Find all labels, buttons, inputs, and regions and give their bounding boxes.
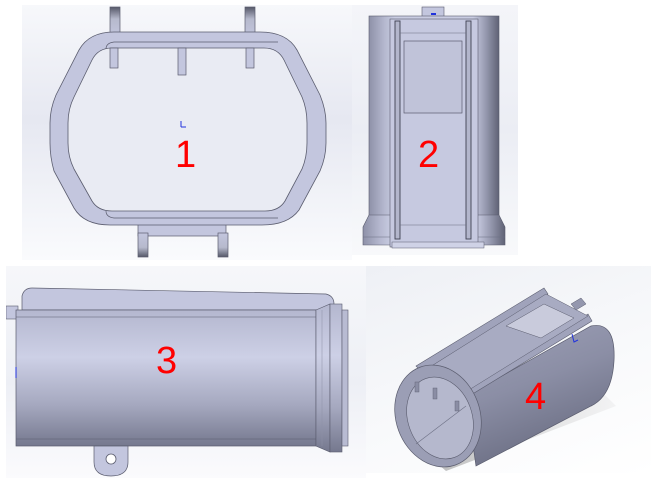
panel-label-4: 4: [525, 376, 547, 418]
panel-label-2: 2: [418, 134, 440, 176]
panel-2-top-view: 2: [352, 5, 518, 255]
origin-marker-icon: [571, 333, 579, 343]
housing-side-drawing: [6, 287, 349, 477]
mounting-hole-icon: [105, 453, 117, 465]
frame-ring-drawing: [49, 6, 327, 258]
panel-4-isometric-view: 4: [366, 266, 651, 473]
panel-label-1: 1: [175, 134, 197, 176]
origin-marker-icon: [431, 13, 436, 15]
panel-1-front-view: 1: [22, 5, 352, 260]
origin-marker-icon: [180, 121, 186, 128]
housing-top-drawing: [362, 6, 506, 249]
panel-label-3: 3: [156, 340, 178, 382]
panel-3-side-view: 3: [6, 266, 366, 478]
housing-isometric-drawing: [394, 287, 616, 471]
